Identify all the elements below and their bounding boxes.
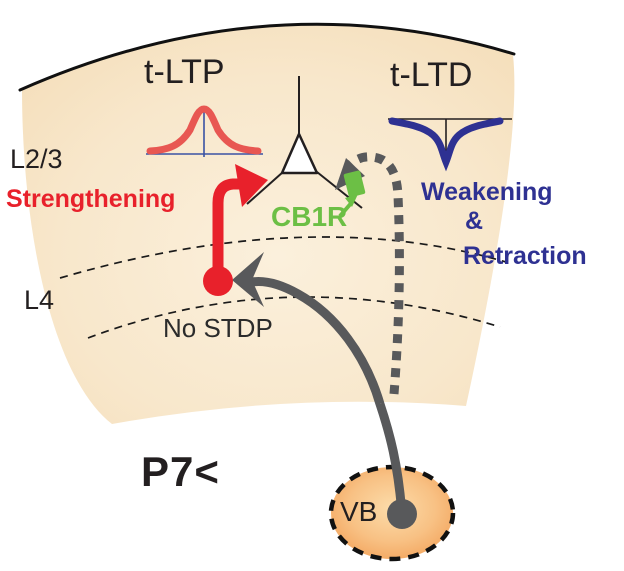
gray-solid-axon-path bbox=[247, 277, 407, 519]
vb-neuron-soma bbox=[387, 499, 417, 529]
pial-surface-arc bbox=[18, 22, 516, 92]
tltd-dip-curve bbox=[388, 117, 504, 172]
vb-label: VB bbox=[340, 496, 378, 527]
layer4-label: L4 bbox=[24, 285, 55, 315]
gray-axon-arrowhead bbox=[232, 252, 264, 307]
age-label: P7< bbox=[141, 448, 220, 495]
tltp-label: t-LTP bbox=[144, 53, 225, 91]
retraction-label: Retraction bbox=[463, 242, 587, 270]
red-axon-path bbox=[212, 178, 245, 287]
basal-dendrite-left bbox=[246, 171, 284, 205]
layer23-label: L2/3 bbox=[10, 144, 63, 174]
cb1r-receptor-square bbox=[343, 170, 366, 198]
red-pathway-icon bbox=[203, 164, 268, 296]
cb1r-arrow-icon bbox=[338, 194, 358, 218]
ampersand-label: & bbox=[465, 207, 484, 235]
gray-solid-axon-icon bbox=[232, 252, 417, 529]
neuron-soma-triangle bbox=[280, 132, 319, 175]
red-arrowhead bbox=[235, 164, 268, 207]
cortex-wedge bbox=[22, 25, 515, 424]
layer-boundary-lower bbox=[87, 296, 501, 339]
no-stdp-label: No STDP bbox=[163, 313, 273, 343]
tltp-peak-curve bbox=[146, 105, 262, 155]
tltp-curve-icon bbox=[146, 105, 263, 157]
weakening-label: Weakening bbox=[421, 178, 553, 206]
layer-boundary-upper bbox=[59, 236, 507, 279]
gray-dashed-axon-path bbox=[342, 152, 404, 395]
strengthening-label: Strengthening bbox=[6, 185, 176, 213]
pyramidal-neuron-icon bbox=[246, 76, 363, 209]
basal-dendrite-right bbox=[316, 171, 363, 209]
tltd-curve-icon bbox=[388, 117, 512, 172]
cb1r-label: CB1R bbox=[271, 201, 348, 232]
l4-neuron-soma bbox=[203, 266, 233, 296]
tltd-label: t-LTD bbox=[390, 56, 473, 94]
cb1r-arrowhead bbox=[345, 194, 358, 207]
